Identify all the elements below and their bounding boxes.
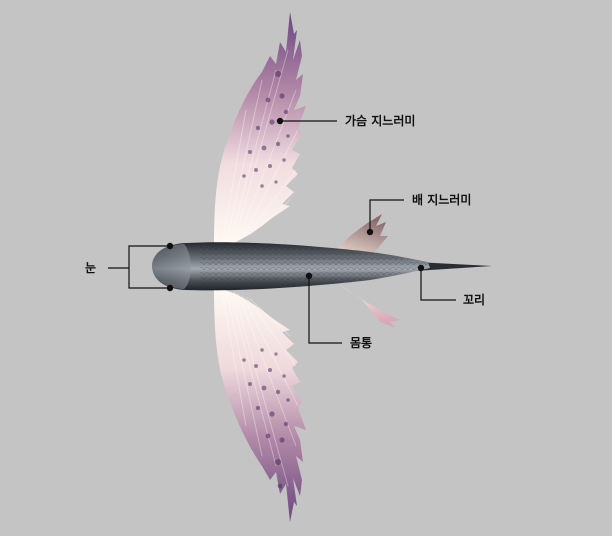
body-leader <box>308 276 342 344</box>
label-pectoral-fin: 가슴 지느러미 <box>345 114 416 128</box>
leader-markers <box>166 117 425 292</box>
lower-pectoral-fin <box>214 286 306 522</box>
lower-pelvic-fin <box>336 282 400 328</box>
fish-body <box>152 242 430 291</box>
upper-pectoral-fin <box>214 12 306 246</box>
tail-marker <box>417 264 425 272</box>
tail-fin <box>415 262 492 271</box>
body-marker <box>305 272 313 280</box>
leader-lines <box>108 120 456 344</box>
label-pelvic-fin: 배 지느러미 <box>412 193 472 207</box>
eye-marker-top <box>166 242 174 250</box>
pelvic-fin-marker <box>366 228 374 236</box>
label-eye: 눈 <box>85 261 97 275</box>
upper-pelvic-fin <box>336 214 388 254</box>
eye-leader <box>128 245 170 289</box>
tail-leader <box>420 268 456 301</box>
label-tail: 꼬리 <box>463 293 486 307</box>
eye-marker-bottom <box>166 284 174 292</box>
pectoral-fin-marker <box>276 117 284 125</box>
label-body: 몸통 <box>350 336 373 350</box>
pelvic-fin-leader <box>369 199 404 232</box>
